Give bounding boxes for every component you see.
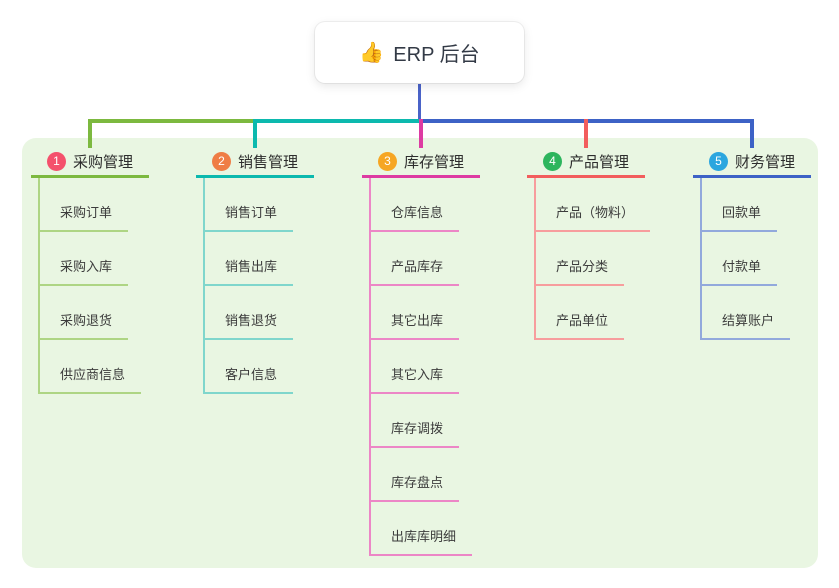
branch-title-label: 产品管理	[568, 153, 629, 171]
child-node[interactable]: 销售出库	[205, 232, 294, 286]
branch-children: 产品（物料） 产品分类 产品单位	[534, 178, 651, 340]
child-node[interactable]: 采购订单	[40, 178, 129, 232]
child-node-label: 产品单位	[556, 313, 609, 328]
child-node-label: 产品分类	[556, 259, 609, 274]
branch-drop-4	[584, 119, 588, 148]
branch-title[interactable]: 1 采购管理	[31, 147, 149, 178]
branch-drop-2	[253, 119, 257, 148]
branch-title-label: 采购管理	[72, 153, 133, 171]
child-node[interactable]: 供应商信息	[40, 340, 142, 394]
branch-node-1: 1 采购管理 采购订单 采购入库 采购退货 供应商信息	[31, 147, 149, 394]
child-node-label: 产品库存	[391, 259, 444, 274]
child-node[interactable]: 其它入库	[371, 340, 460, 394]
child-node[interactable]: 库存调拨	[371, 394, 460, 448]
child-node-label: 出库库明细	[391, 529, 457, 544]
root-node-label: ERP 后台	[393, 44, 480, 66]
child-node[interactable]: 结算账户	[702, 286, 791, 340]
child-node-label: 采购退货	[60, 313, 113, 328]
child-node[interactable]: 销售退货	[205, 286, 294, 340]
branch-node-4: 4 产品管理 产品（物料） 产品分类 产品单位	[527, 147, 651, 340]
child-node[interactable]: 客户信息	[205, 340, 294, 394]
child-node-label: 付款单	[722, 259, 762, 274]
child-node-label: 库存调拨	[391, 421, 444, 436]
child-node-label: 销售退货	[225, 313, 278, 328]
child-node-label: 供应商信息	[60, 367, 126, 382]
branch-number-badge: 2	[211, 151, 231, 171]
child-node-label: 采购订单	[60, 205, 113, 220]
branch-title-label: 财务管理	[734, 153, 795, 171]
child-node-label: 其它出库	[391, 313, 444, 328]
thumbs-up-icon: 👍	[359, 42, 385, 64]
branch-children: 仓库信息 产品库存 其它出库 其它入库 库存调拨 库存盘点 出库库明细	[369, 178, 473, 556]
branch-number-badge: 3	[377, 151, 397, 171]
child-node-label: 回款单	[722, 205, 762, 220]
child-node-label: 客户信息	[225, 367, 278, 382]
child-node-label: 仓库信息	[391, 205, 444, 220]
child-node-label: 其它入库	[391, 367, 444, 382]
child-node[interactable]: 采购退货	[40, 286, 129, 340]
branch-number-badge: 4	[542, 151, 562, 171]
branch-children: 回款单 付款单 结算账户	[700, 178, 791, 340]
child-node[interactable]: 产品分类	[536, 232, 625, 286]
root-node[interactable]: 👍 ERP 后台	[315, 22, 524, 83]
branch-title[interactable]: 4 产品管理	[527, 147, 645, 178]
branch-title-label: 库存管理	[403, 153, 464, 171]
branch-title[interactable]: 2 销售管理	[196, 147, 314, 178]
bus-segment-2	[253, 119, 423, 123]
child-node-label: 产品（物料）	[556, 205, 635, 220]
branch-drop-1	[88, 119, 92, 148]
child-node[interactable]: 其它出库	[371, 286, 460, 340]
child-node-label: 销售出库	[225, 259, 278, 274]
branch-drop-3	[419, 119, 423, 148]
branch-node-3: 3 库存管理 仓库信息 产品库存 其它出库 其它入库 库存调拨 库存盘点 出库库…	[362, 147, 480, 556]
child-node[interactable]: 回款单	[702, 178, 778, 232]
child-node[interactable]: 采购入库	[40, 232, 129, 286]
branch-children: 采购订单 采购入库 采购退货 供应商信息	[38, 178, 142, 394]
branch-node-2: 2 销售管理 销售订单 销售出库 销售退货 客户信息	[196, 147, 314, 394]
child-node[interactable]: 库存盘点	[371, 448, 460, 502]
child-node-label: 结算账户	[722, 313, 775, 328]
root-connector-line	[418, 83, 421, 119]
child-node[interactable]: 仓库信息	[371, 178, 460, 232]
child-node-label: 采购入库	[60, 259, 113, 274]
branch-number-badge: 5	[708, 151, 728, 171]
child-node[interactable]: 产品单位	[536, 286, 625, 340]
child-node-label: 销售订单	[225, 205, 278, 220]
branch-drop-5	[750, 119, 754, 148]
child-node[interactable]: 产品（物料）	[536, 178, 651, 232]
child-node[interactable]: 付款单	[702, 232, 778, 286]
branch-title-label: 销售管理	[237, 153, 298, 171]
bus-segment-1	[88, 119, 257, 123]
branch-title[interactable]: 5 财务管理	[693, 147, 811, 178]
child-node[interactable]: 产品库存	[371, 232, 460, 286]
branch-title[interactable]: 3 库存管理	[362, 147, 480, 178]
branch-node-5: 5 财务管理 回款单 付款单 结算账户	[693, 147, 811, 340]
child-node[interactable]: 销售订单	[205, 178, 294, 232]
child-node[interactable]: 出库库明细	[371, 502, 473, 556]
child-node-label: 库存盘点	[391, 475, 444, 490]
branch-children: 销售订单 销售出库 销售退货 客户信息	[203, 178, 294, 394]
branch-number-badge: 1	[46, 151, 66, 171]
branches-panel	[22, 138, 818, 568]
